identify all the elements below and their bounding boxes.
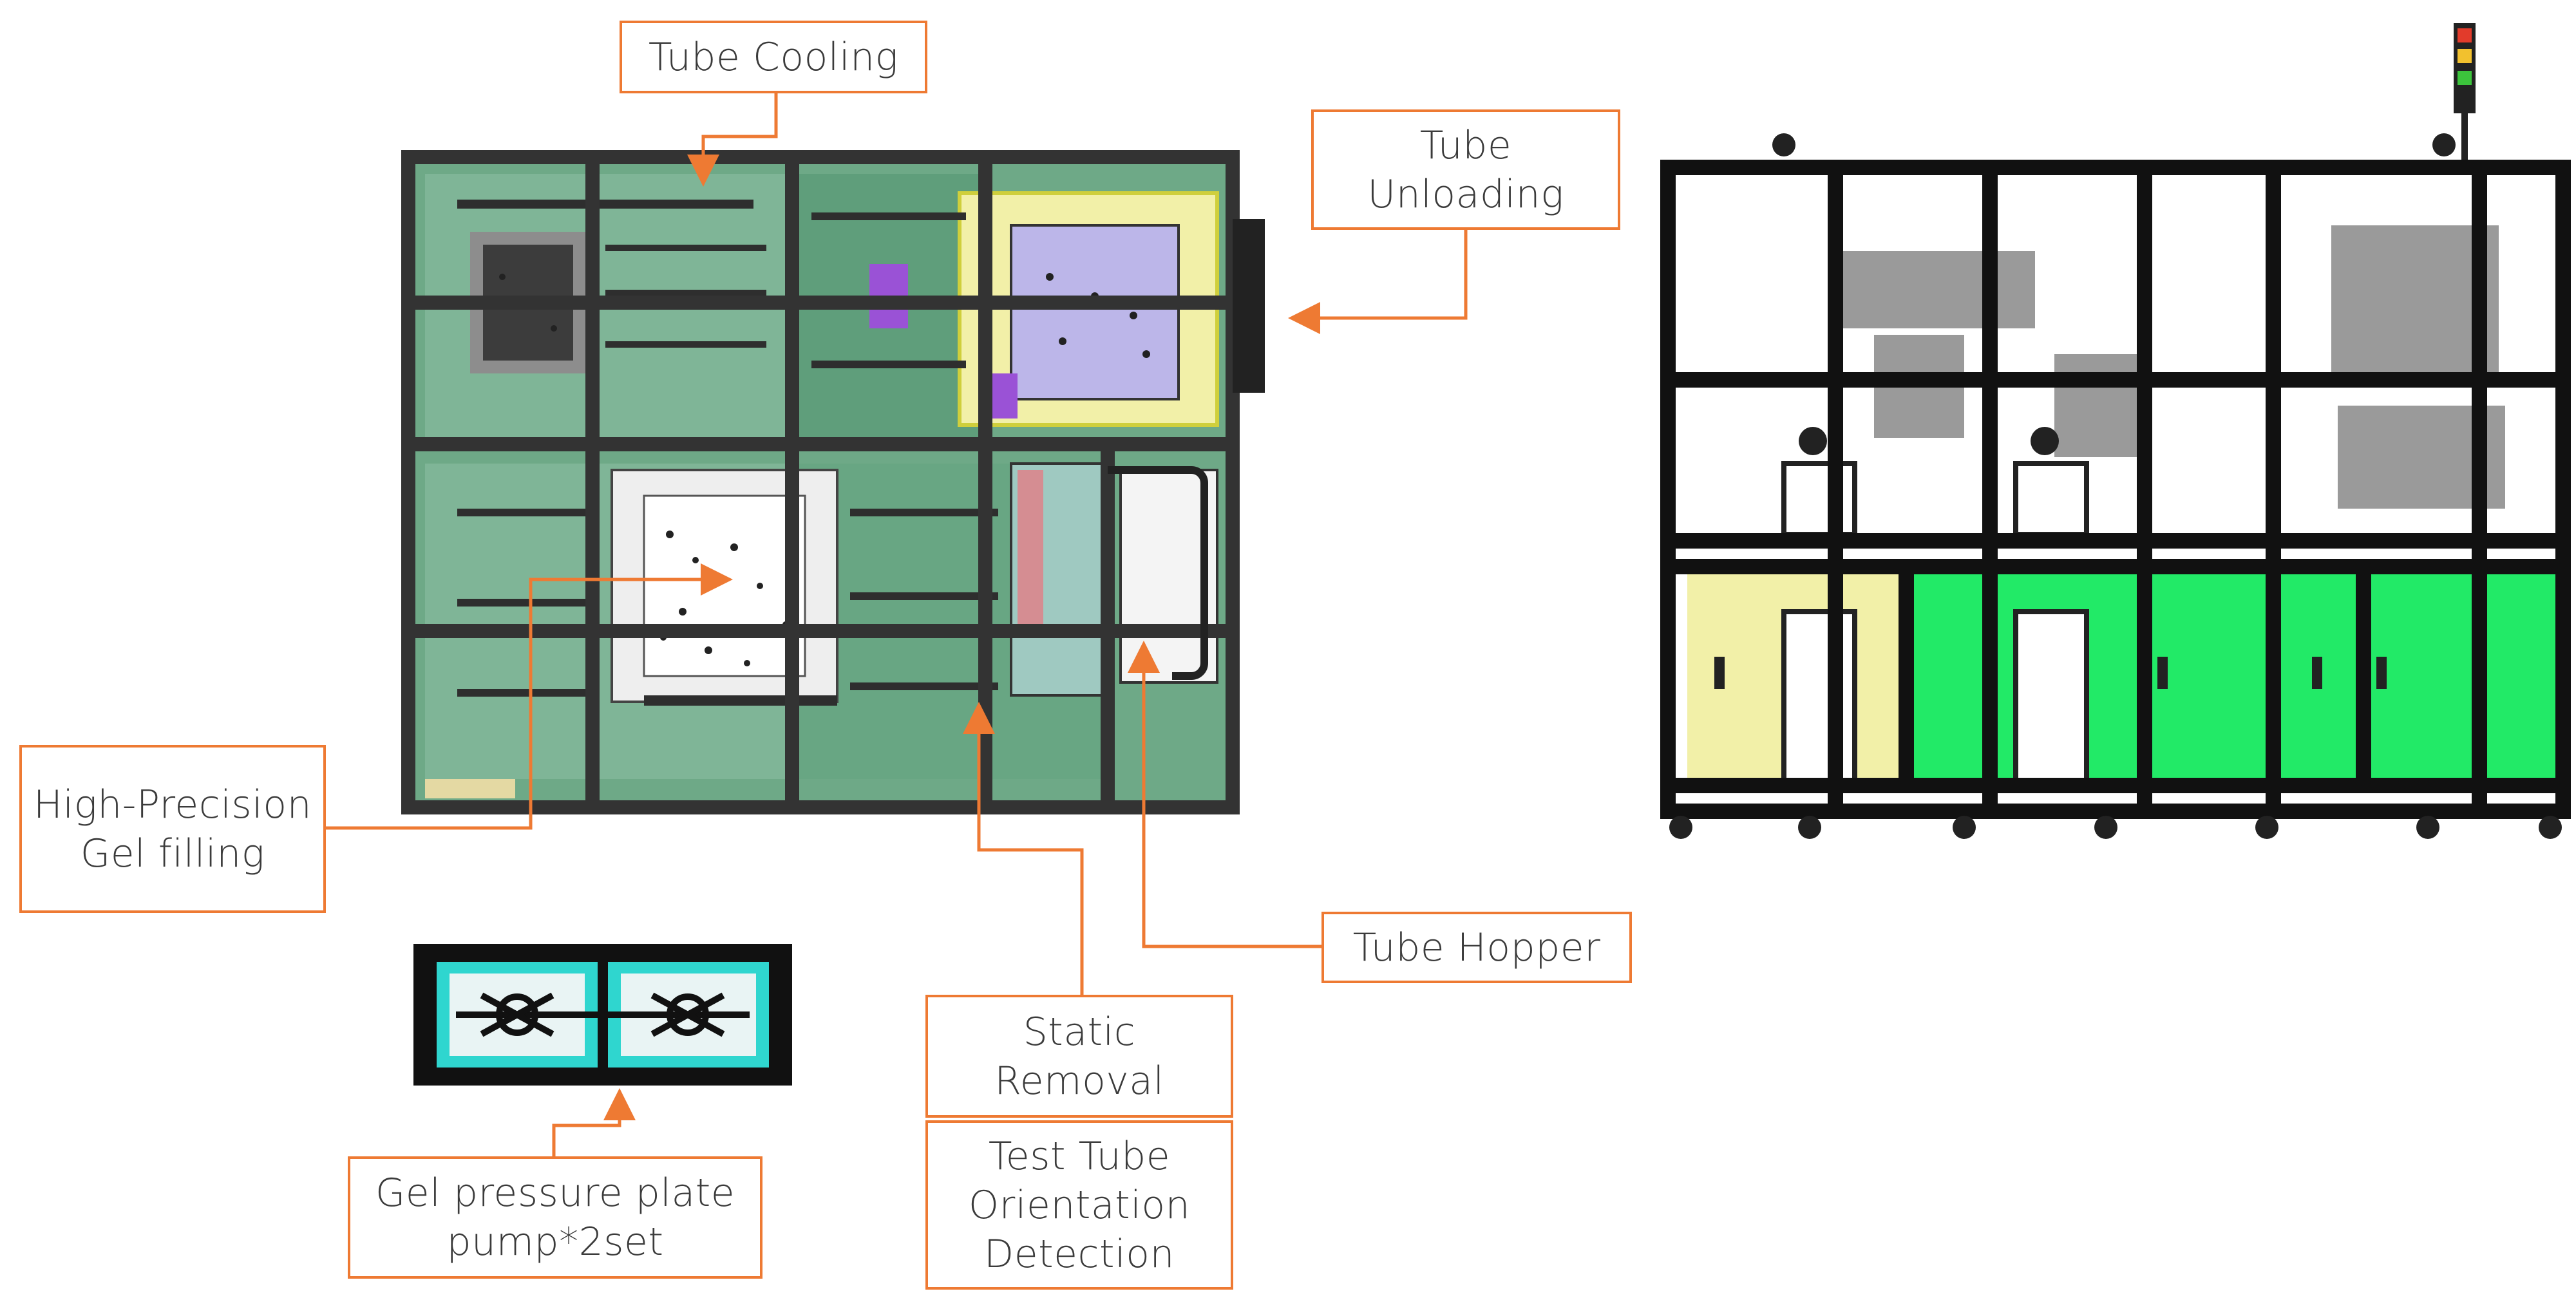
callout-tube-hopper: Tube Hopper — [1321, 912, 1632, 983]
leader-tube-hopper — [1128, 641, 1321, 948]
callout-tube-unloading: Tube Unloading — [1311, 109, 1620, 230]
callout-tube-cooling: Tube Cooling — [620, 21, 927, 93]
callout-gel-pressure-plate-pump: Gel pressure plate pump*2set — [348, 1156, 762, 1279]
leader-static-removal — [963, 702, 1084, 995]
label-test-tube-orientation-detection: Test Tube Orientation Detection — [968, 1133, 1191, 1277]
machine-top-view-drawing — [401, 150, 1265, 814]
gel-pump-drawing — [413, 944, 792, 1086]
label-tube-unloading: Tube Unloading — [1367, 122, 1564, 217]
leader-tube-cooling — [687, 93, 778, 187]
callout-test-tube-orientation-detection: Test Tube Orientation Detection — [925, 1120, 1233, 1290]
callout-static-removal: Static Removal — [925, 995, 1233, 1118]
leader-gel-filling — [326, 563, 733, 830]
label-tube-cooling: Tube Cooling — [648, 34, 899, 80]
leader-tube-unloading — [1288, 230, 1468, 334]
leader-gel-pump — [552, 1088, 636, 1156]
label-tube-hopper: Tube Hopper — [1352, 925, 1601, 970]
label-gel-pressure-plate-pump: Gel pressure plate pump*2set — [375, 1171, 735, 1265]
label-high-precision-gel-filling: High-Precision Gel filling — [33, 782, 312, 876]
signal-tower-lamp-icon — [2454, 23, 2476, 165]
machine-front-view-drawing — [1660, 23, 2571, 839]
callout-high-precision-gel-filling: High-Precision Gel filling — [19, 745, 326, 913]
label-static-removal: Static Removal — [994, 1009, 1164, 1104]
